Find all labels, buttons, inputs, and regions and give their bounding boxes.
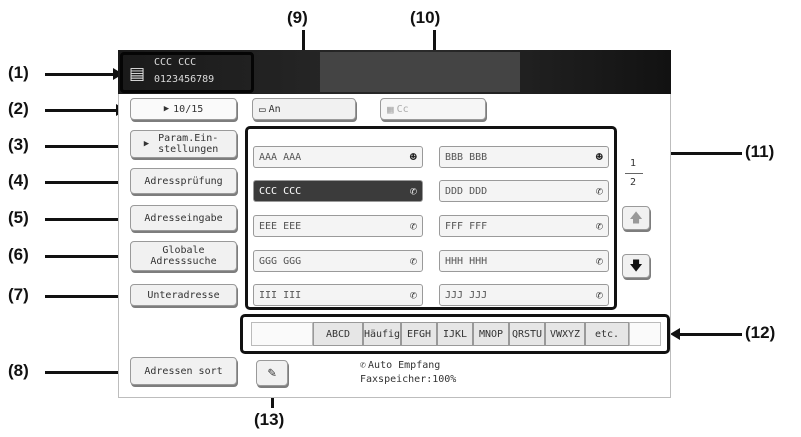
leader-2 xyxy=(45,109,117,112)
play-icon: ▶ xyxy=(143,138,150,149)
callout-11: (11) xyxy=(745,142,775,161)
entry-label: EEE EEE xyxy=(259,220,302,232)
status-line-2: Faxspeicher:100% xyxy=(360,374,457,385)
entry-label: JJJ JJJ xyxy=(445,289,488,301)
callout-7: (7) xyxy=(8,285,29,304)
leader-4 xyxy=(45,181,123,184)
leader-11 xyxy=(628,152,742,155)
scroll-up-button[interactable]: 🡅 xyxy=(622,206,650,230)
entry-label: GGG GGG xyxy=(259,255,302,267)
callout-4: (4) xyxy=(8,171,29,190)
entry-label: HHH HHH xyxy=(445,255,488,267)
cc-label: Cc xyxy=(396,103,409,115)
address-entry[interactable]: FFF FFF ✆ xyxy=(439,215,609,237)
callout-13: (13) xyxy=(254,410,285,429)
phone-icon: ✆ xyxy=(595,288,603,302)
callout-2: (2) xyxy=(8,99,29,118)
callout-9: (9) xyxy=(287,8,308,27)
group-icon: ☻ xyxy=(595,150,603,164)
index-tab[interactable]: IJKL xyxy=(437,322,473,346)
to-button[interactable]: ▭ An xyxy=(252,98,356,120)
entry-label: DDD DDD xyxy=(445,185,488,197)
entry-label: III III xyxy=(259,289,302,301)
address-entry-button[interactable]: Adresseingabe xyxy=(130,205,237,231)
status-line-1: ✆Auto Empfang xyxy=(360,360,441,371)
cc-button[interactable]: ▦ Cc xyxy=(380,98,486,120)
index-tab[interactable]: etc. xyxy=(585,322,629,346)
phone-icon: ✆ xyxy=(595,219,603,233)
cc-icon: ▦ xyxy=(387,102,394,116)
callout-1: (1) xyxy=(8,63,29,82)
counter-label: 10/15 xyxy=(173,103,204,115)
entry-label: AAA AAA xyxy=(259,151,302,163)
subaddress-button[interactable]: Unteradresse xyxy=(130,284,237,306)
leader-7 xyxy=(45,295,123,298)
callout-8: (8) xyxy=(8,361,29,380)
index-tab[interactable]: VWXYZ xyxy=(545,322,585,346)
page-total: 2 xyxy=(630,177,637,188)
phone-icon: ✆ xyxy=(409,219,417,233)
index-tab[interactable]: ABCD xyxy=(313,322,363,346)
arrow-down-icon: 🡇 xyxy=(629,258,643,274)
play-icon: ▶ xyxy=(163,103,170,114)
index-tab[interactable]: Häufig xyxy=(363,322,401,346)
callout-6: (6) xyxy=(8,245,29,264)
phone-icon: ✆ xyxy=(409,288,417,302)
leader-12 xyxy=(680,333,742,336)
index-tab[interactable]: EFGH xyxy=(401,322,437,346)
address-entry[interactable]: GGG GGG ✆ xyxy=(253,250,423,272)
address-entry[interactable]: III III ✆ xyxy=(253,284,423,306)
leader-1 xyxy=(45,73,115,76)
address-entry[interactable]: BBB BBB ☻ xyxy=(439,146,609,168)
phone-icon: ✆ xyxy=(595,254,603,268)
address-sort-button[interactable]: Adressen sort xyxy=(130,357,237,385)
address-entry[interactable]: DDD DDD ✆ xyxy=(439,180,609,202)
address-entry[interactable]: HHH HHH ✆ xyxy=(439,250,609,272)
address-review-button[interactable]: Adressprüfung xyxy=(130,168,237,194)
leader-5 xyxy=(45,218,123,221)
scroll-down-button[interactable]: 🡇 xyxy=(622,254,650,278)
header-gray-block xyxy=(320,52,520,92)
address-book-icon: ✎ xyxy=(267,364,277,381)
fax-destination-icon: ▤ xyxy=(129,64,146,84)
index-tab-blank xyxy=(251,322,313,346)
address-entry[interactable]: AAA AAA ☻ xyxy=(253,146,423,168)
index-tab-blank xyxy=(629,322,661,346)
address-entry-selected[interactable]: CCC CCC ✆ xyxy=(253,180,423,202)
page-divider xyxy=(625,173,643,174)
phone-icon: ✆ xyxy=(409,184,417,198)
leader-8 xyxy=(45,371,123,374)
address-entry[interactable]: JJJ JJJ ✆ xyxy=(439,284,609,306)
to-icon: ▭ xyxy=(259,102,266,116)
callout-5: (5) xyxy=(8,208,29,227)
leader-6 xyxy=(45,255,123,258)
callout-12: (12) xyxy=(745,323,776,342)
page-current: 1 xyxy=(630,158,637,169)
header-number: 0123456789 xyxy=(154,74,215,85)
entry-label: CCC CCC xyxy=(259,185,302,197)
leader-3 xyxy=(45,145,123,148)
param-settings-label: Param.Ein-stellungen xyxy=(158,133,219,155)
param-settings-button[interactable]: ▶ Param.Ein-stellungen xyxy=(130,130,237,158)
header-highlight-frame xyxy=(120,52,254,93)
group-icon: ☻ xyxy=(409,150,417,164)
index-tab[interactable]: MNOP xyxy=(473,322,509,346)
header-name: CCC CCC xyxy=(154,57,197,68)
callout-10: (10) xyxy=(410,8,441,27)
fax-receive-icon: ✆ xyxy=(360,360,367,371)
counter-button[interactable]: ▶ 10/15 xyxy=(130,98,237,120)
address-edit-button[interactable]: ✎ xyxy=(256,360,288,386)
callout-3: (3) xyxy=(8,135,29,154)
leader-12-arrow xyxy=(670,328,680,340)
entry-label: BBB BBB xyxy=(445,151,488,163)
phone-icon: ✆ xyxy=(409,254,417,268)
address-entry[interactable]: EEE EEE ✆ xyxy=(253,215,423,237)
index-tab[interactable]: QRSTU xyxy=(509,322,545,346)
to-label: An xyxy=(268,103,281,115)
global-address-search-button[interactable]: Globale Adresssuche xyxy=(130,241,237,271)
entry-label: FFF FFF xyxy=(445,220,488,232)
phone-icon: ✆ xyxy=(595,184,603,198)
arrow-up-icon: 🡅 xyxy=(629,210,643,226)
